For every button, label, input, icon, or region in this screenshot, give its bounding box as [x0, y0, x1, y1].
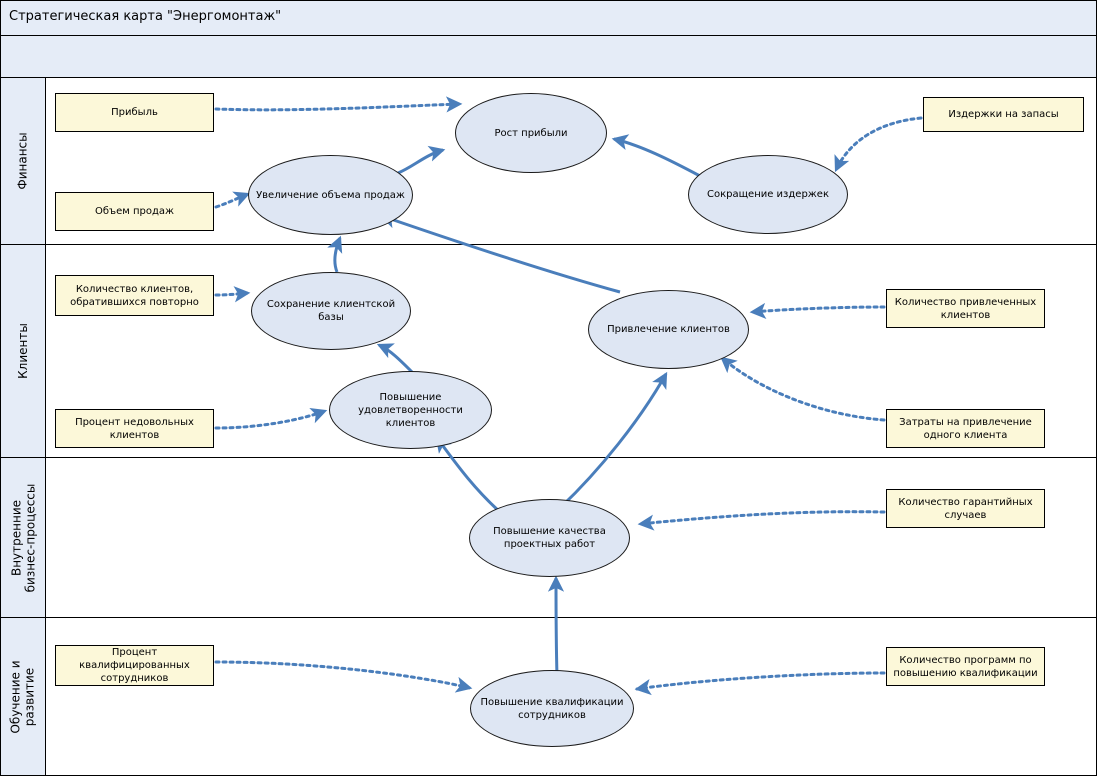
objective-label-client-acquisition: Привлечение клиентов: [607, 324, 730, 335]
perspective-label-finance: Финансы: [1, 78, 46, 244]
objective-label-design-quality: Повышение качества проектных работ: [493, 526, 606, 550]
perspective-label-learning-text: Обучение и развитие: [9, 659, 37, 734]
perspective-label-processes: Внутренние бизнес-процессы: [1, 458, 46, 617]
measure-box-qualified-staff[interactable]: Процент квалифицированных сотрудников: [55, 645, 214, 686]
measure-label-acquisition-cost: Затраты на привлечение одного клиента: [899, 416, 1032, 441]
perspective-label-finance-text: Финансы: [16, 132, 30, 190]
objective-label-sales-increase: Увеличение объема продаж: [256, 189, 405, 201]
perspective-label-learning: Обучение и развитие: [1, 618, 46, 775]
page-title: Стратегическая карта "Энергомонтаж": [9, 9, 282, 24]
measure-label-unhappy-clients: Процент недовольных клиентов: [75, 416, 194, 441]
measure-label-warranty-cases: Количество гарантийных случаев: [898, 496, 1033, 521]
objective-node-sales-increase[interactable]: Увеличение объема продаж: [248, 155, 413, 235]
objective-label-client-satisfaction: Повышение удовлетворенности клиентов: [358, 391, 463, 429]
objective-label-cost-reduction: Сокращение издержек: [707, 189, 829, 200]
measure-label-inventory-costs: Издержки на запасы: [948, 109, 1059, 120]
objective-node-profit-growth[interactable]: Рост прибыли: [455, 93, 607, 173]
measure-box-acquisition-cost[interactable]: Затраты на привлечение одного клиента: [886, 409, 1045, 448]
objective-label-profit-growth: Рост прибыли: [494, 127, 568, 139]
objective-label-staff-qualification: Повышение квалификации сотрудников: [480, 696, 624, 721]
measure-box-inventory-costs[interactable]: Издержки на запасы: [923, 97, 1084, 132]
measure-box-sales-volume[interactable]: Объем продаж: [55, 192, 214, 231]
measure-label-acquired-clients: Количество привлеченных клиентов: [894, 296, 1037, 321]
measure-box-acquired-clients[interactable]: Количество привлеченных клиентов: [886, 289, 1045, 328]
measure-label-profit: Прибыль: [111, 107, 158, 118]
objective-node-client-acquisition[interactable]: Привлечение клиентов: [588, 290, 749, 369]
perspective-label-customers: Клиенты: [1, 245, 46, 457]
measure-label-training-programs: Количество программ по повышению квалифи…: [893, 654, 1038, 679]
perspective-label-customers-text: Клиенты: [16, 323, 30, 379]
measure-box-warranty-cases[interactable]: Количество гарантийных случаев: [886, 489, 1045, 528]
objective-label-client-retention: Сохранение клиентской базы: [266, 299, 396, 323]
perspective-label-processes-text: Внутренние бизнес-процессы: [9, 483, 38, 592]
map-subtitle-band: [0, 36, 1097, 78]
objective-node-client-retention[interactable]: Сохранение клиентской базы: [251, 272, 411, 350]
objective-node-client-satisfaction[interactable]: Повышение удовлетворенности клиентов: [329, 371, 492, 449]
map-title-band: Стратегическая карта "Энергомонтаж": [0, 0, 1097, 36]
objective-node-cost-reduction[interactable]: Сокращение издержек: [688, 155, 848, 234]
measure-box-repeat-clients[interactable]: Количество клиентов, обратившихся повтор…: [55, 275, 214, 316]
objective-node-design-quality[interactable]: Повышение качества проектных работ: [469, 499, 630, 577]
measure-box-training-programs[interactable]: Количество программ по повышению квалифи…: [886, 647, 1045, 686]
measure-label-repeat-clients: Количество клиентов, обратившихся повтор…: [70, 283, 199, 308]
measure-label-qualified-staff: Процент квалифицированных сотрудников: [79, 647, 190, 684]
objective-node-staff-qualification[interactable]: Повышение квалификации сотрудников: [470, 670, 634, 747]
measure-box-unhappy-clients[interactable]: Процент недовольных клиентов: [55, 409, 214, 448]
measure-box-profit[interactable]: Прибыль: [55, 93, 214, 132]
measure-label-sales-volume: Объем продаж: [94, 206, 175, 217]
